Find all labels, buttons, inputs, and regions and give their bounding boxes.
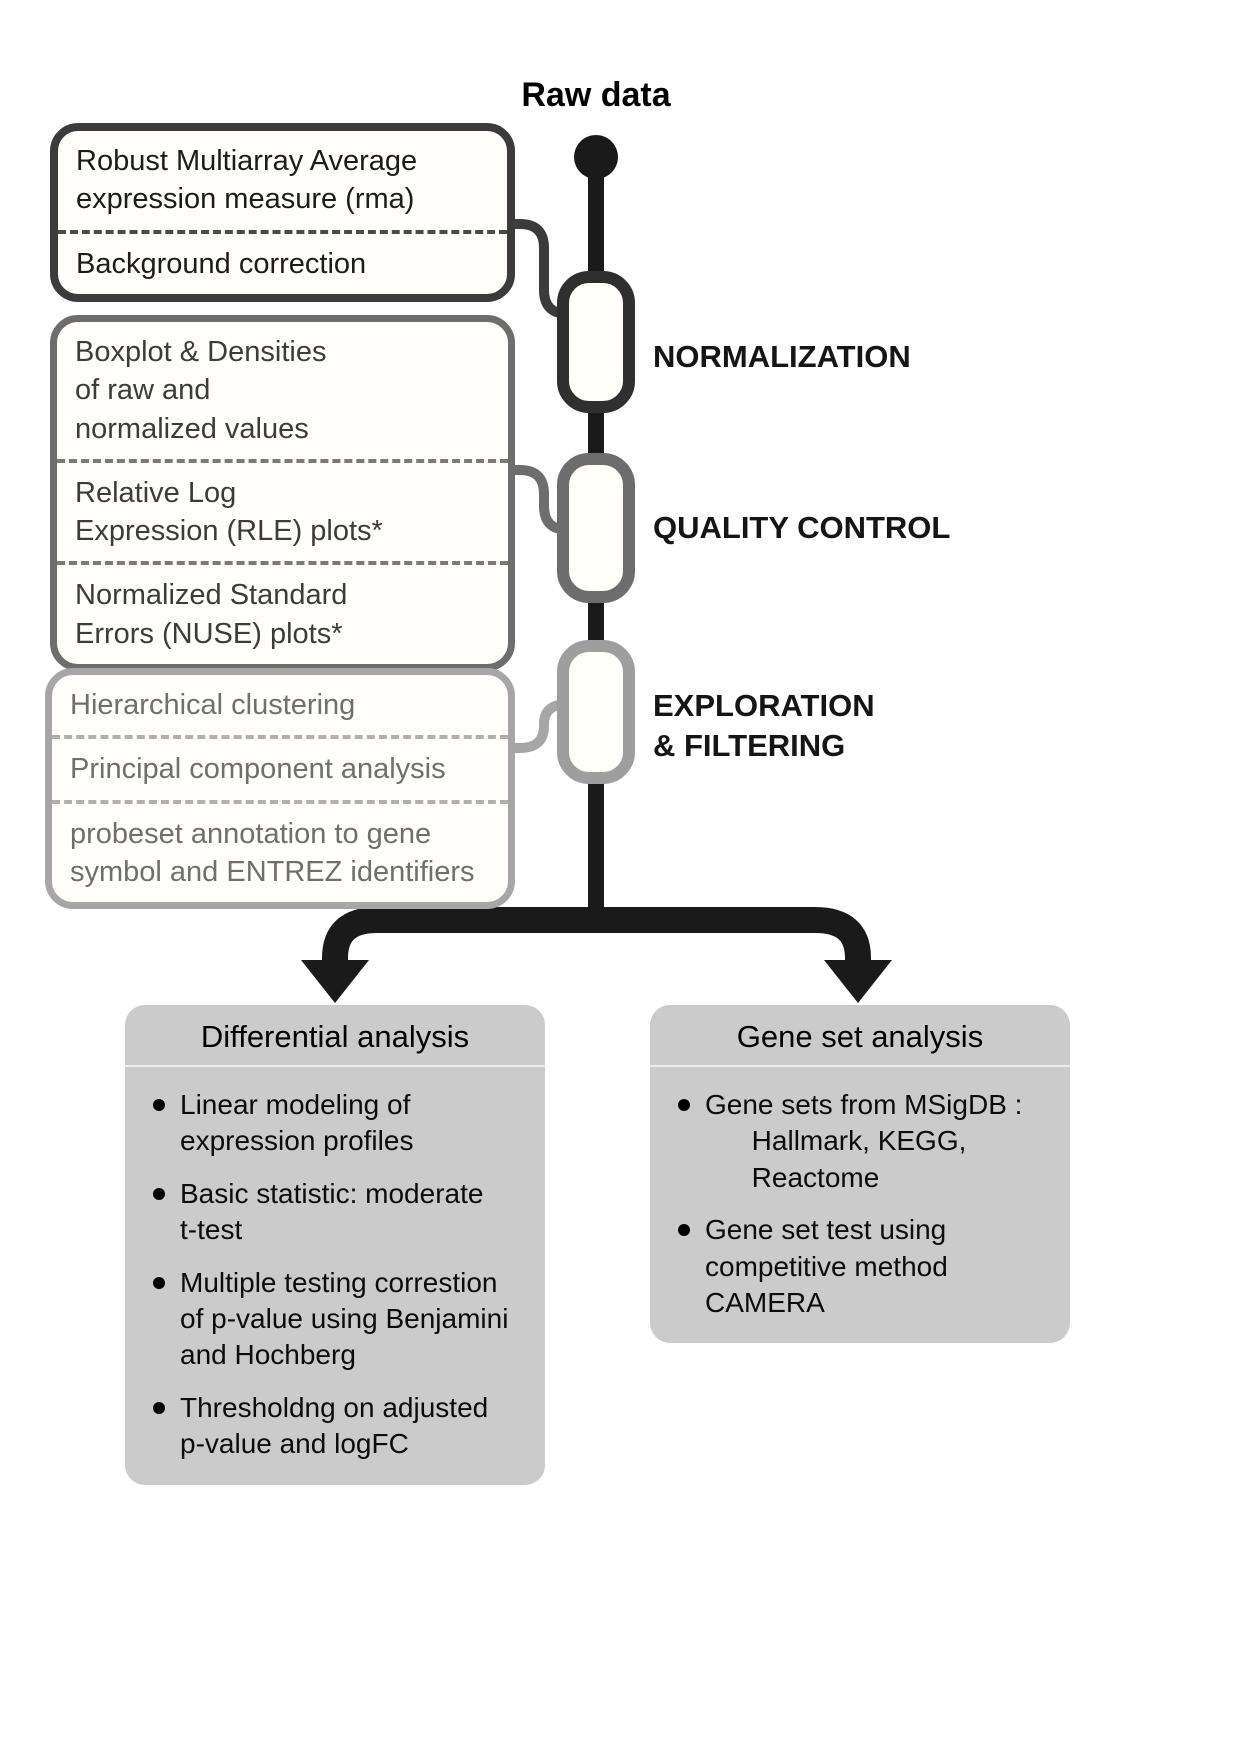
bullet-text: Multiple testing correstion of p-value u… — [180, 1266, 509, 1371]
bullet-dot — [153, 1276, 165, 1289]
stage-label-normalization: NORMALIZATION — [653, 339, 911, 374]
bullet-item: Multiple testing correstion of p-value u… — [153, 1265, 525, 1374]
box-section: Principal component analysis — [52, 735, 508, 799]
raw-data-label: Raw data — [521, 76, 671, 114]
box-section: Robust Multiarray Average expression mea… — [76, 145, 418, 216]
bullet-text: Linear modeling of expression profiles — [180, 1089, 414, 1157]
gene-set-analysis-box: Gene set analysis Gene sets from MSigDB … — [650, 1005, 1070, 1344]
bullet-item: Gene set test using competitive method C… — [678, 1212, 1050, 1321]
arrowhead-left — [301, 960, 369, 1003]
bullet-item: Basic statistic: moderate t-test — [153, 1176, 525, 1249]
bullet-dot — [153, 1099, 165, 1111]
bullet-item: Gene sets from MSigDB : Hallmark, KEGG, … — [678, 1087, 1050, 1196]
box-section: Background correction — [58, 229, 507, 294]
box-section: Hierarchical clustering — [70, 689, 356, 721]
box-section: Boxplot & Densities of raw and normalize… — [75, 336, 327, 445]
arrowhead-right — [824, 960, 892, 1003]
box-section: probeset annotation to gene symbol and E… — [52, 799, 508, 903]
gene-set-analysis-title: Gene set analysis — [650, 1005, 1070, 1067]
bullet-dot — [153, 1401, 165, 1414]
connector-quality-control — [507, 465, 573, 535]
normalization-steps-box: Robust Multiarray Average expression mea… — [50, 123, 515, 302]
bullet-dot — [678, 1099, 690, 1111]
connector-exploration — [507, 699, 573, 753]
connector-normalization — [507, 219, 573, 319]
stage-label-exploration-filtering: EXPLORATION & FILTERING — [653, 688, 875, 764]
bullet-text: Gene sets from MSigDB : Hallmark, KEGG, … — [705, 1089, 1023, 1193]
stage-label-quality-control: QUALITY CONTROL — [653, 510, 951, 545]
exploration-node — [557, 640, 635, 784]
differential-analysis-box: Differential analysis Linear modeling of… — [125, 1005, 545, 1485]
raw-data-node — [574, 135, 618, 179]
bullet-text: Thresholdng on adjusted p-value and logF… — [180, 1391, 489, 1460]
quality-control-steps-box: Boxplot & Densities of raw and normalize… — [50, 315, 515, 671]
bullet-text: Gene set test using competitive method C… — [705, 1214, 948, 1318]
quality-control-node — [557, 453, 635, 603]
branch-connector — [322, 907, 871, 980]
box-section: Normalized Standard Errors (NUSE) plots* — [57, 561, 508, 664]
differential-analysis-title: Differential analysis — [125, 1005, 545, 1067]
bullet-dot — [153, 1187, 165, 1200]
normalization-node — [557, 271, 635, 413]
bullet-item: Linear modeling of expression profiles — [153, 1087, 525, 1160]
bullet-text: Basic statistic: moderate t-test — [180, 1177, 484, 1246]
bullet-item: Thresholdng on adjusted p-value and logF… — [153, 1390, 525, 1463]
box-section: Relative Log Expression (RLE) plots* — [57, 458, 508, 562]
bullet-dot — [678, 1224, 690, 1237]
gene-set-analysis-bullets: Gene sets from MSigDB : Hallmark, KEGG, … — [650, 1067, 1070, 1343]
